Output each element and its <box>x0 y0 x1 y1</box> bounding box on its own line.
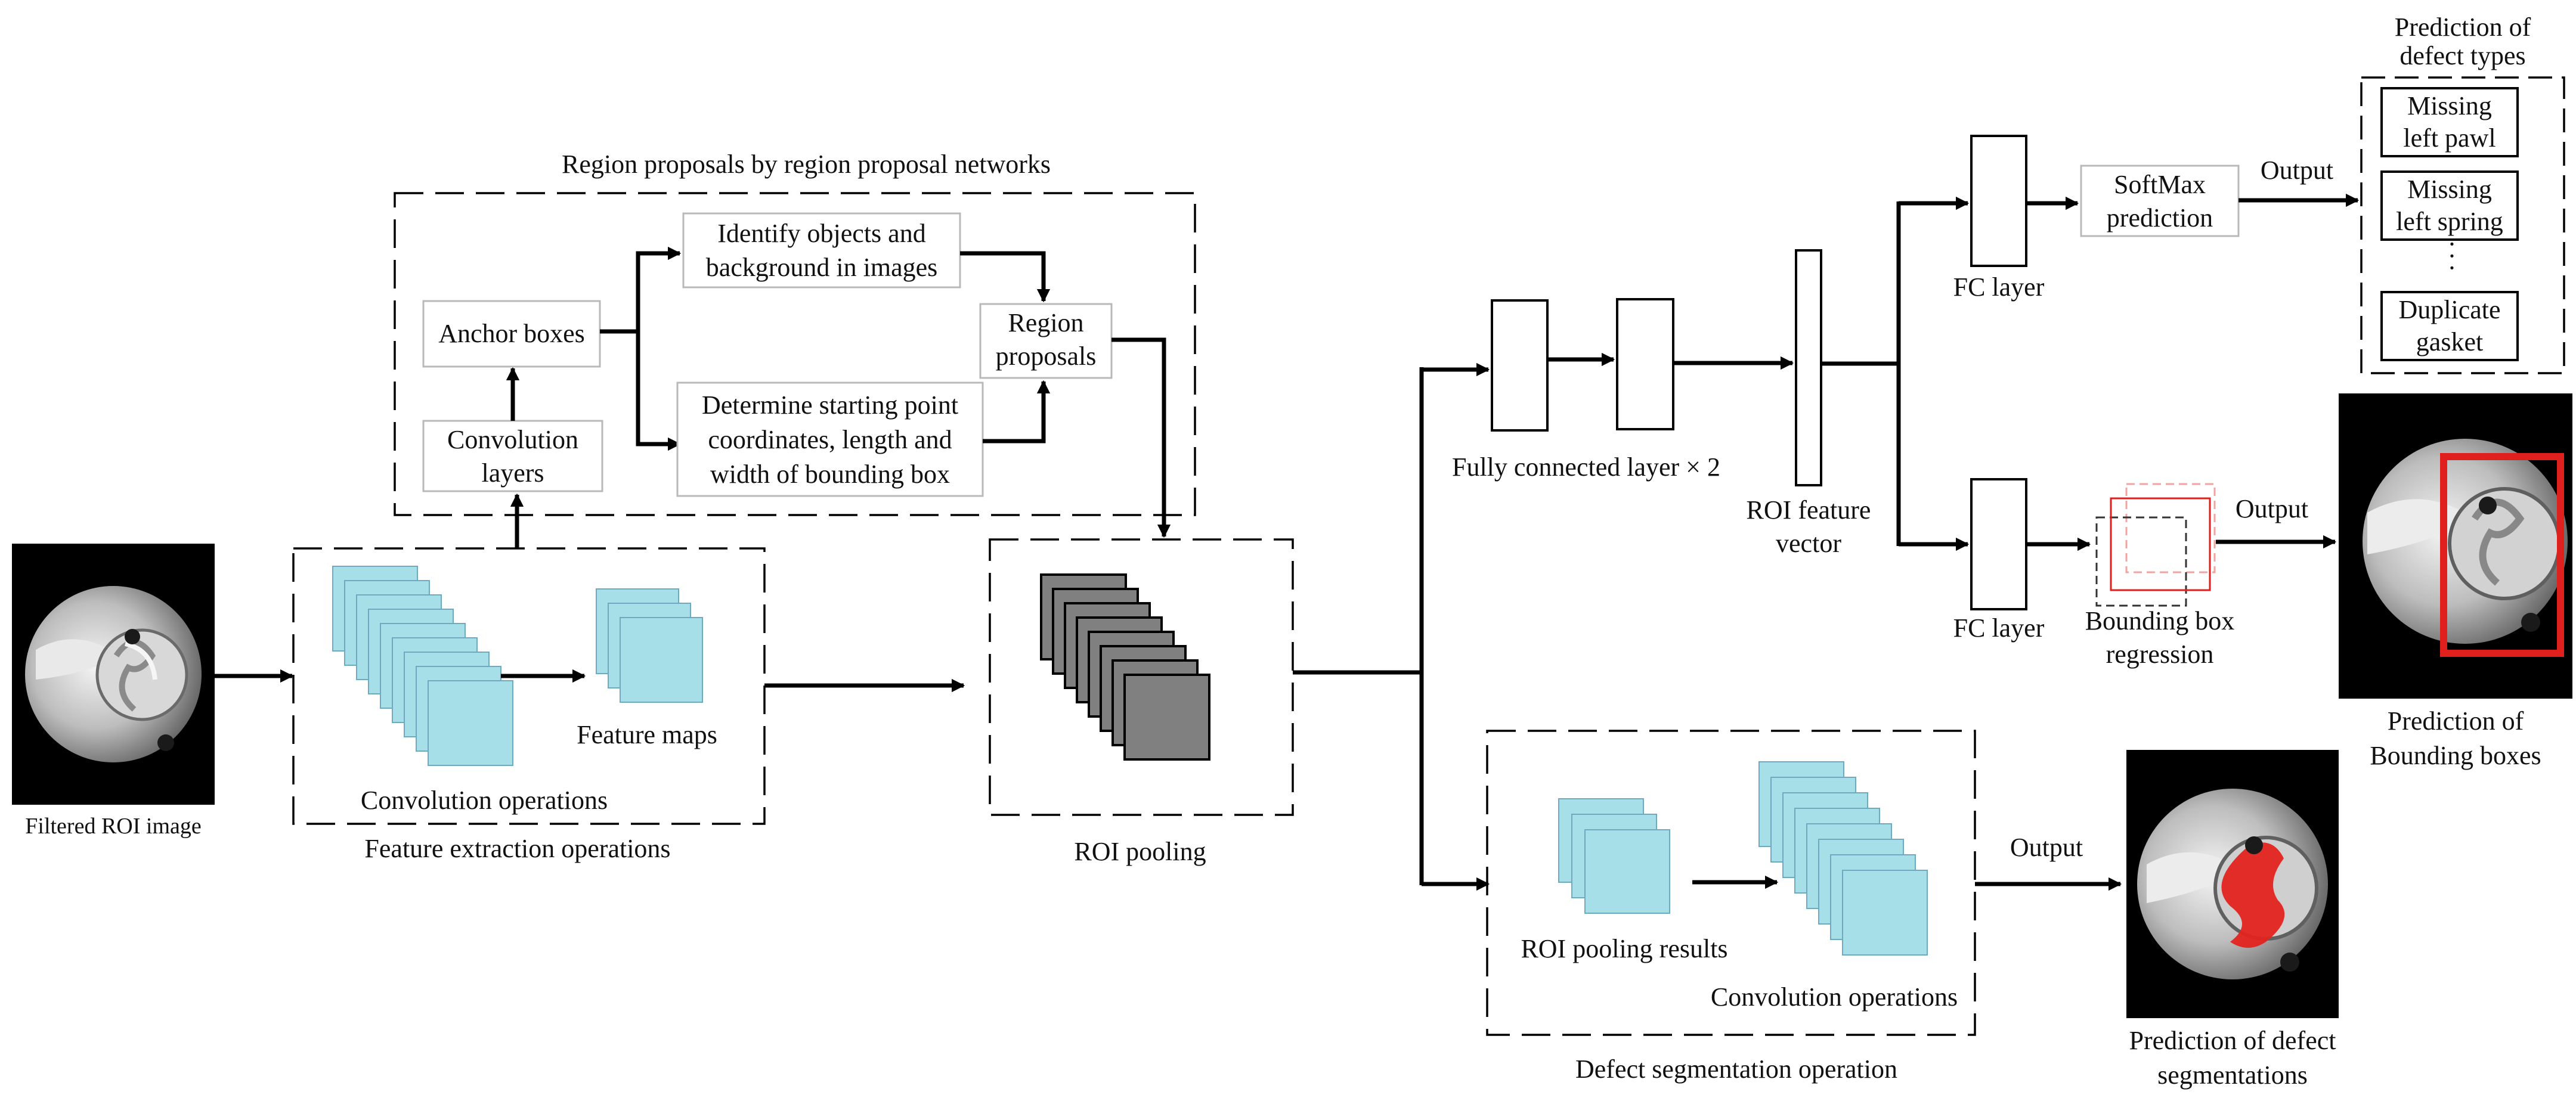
fully-connected-layer-1 <box>1491 299 1549 432</box>
region-proposals-label-1: Region <box>1008 308 1083 337</box>
fc-layer-top <box>1970 135 2027 267</box>
conv-feature-layer <box>428 680 513 766</box>
identify-objects-box <box>682 212 961 289</box>
ellipsis-dot-3: · <box>2448 253 2457 283</box>
segmentation-convolution-label: Convolution operations <box>1711 982 1958 1012</box>
defect-types-title-1: Prediction of <box>2395 13 2531 42</box>
arrow-proposals-to-pooling <box>1111 337 1171 538</box>
arrow-determine-to-proposals <box>983 380 1051 443</box>
roi-feature-vector <box>1795 249 1822 486</box>
bounding-box-prediction-image <box>2339 393 2572 699</box>
identify-objects-label-1: Identify objects and <box>717 219 925 248</box>
duplicate-gasket-box <box>2380 291 2519 361</box>
ellipsis-dot-2: · <box>2448 241 2457 271</box>
roi-pooling-label: ROI pooling <box>1074 837 1206 866</box>
fc-layer-top-label: FC layer <box>1953 272 2045 302</box>
missing-left-pawl-box <box>2380 87 2519 157</box>
segmentation-prediction-image <box>2126 750 2339 1018</box>
roi-feature-vector-label-1: ROI feature <box>1747 495 1871 525</box>
defect-segmentation-box <box>1486 730 1976 1036</box>
missing-left-pawl-label-2: left pawl <box>2403 123 2496 153</box>
determine-bbox-label-1: Determine starting point <box>702 390 958 420</box>
determine-bbox-label-3: width of bounding box <box>710 460 950 489</box>
feature-maps-stack <box>596 588 703 703</box>
convolution-layers-label-1: Convolution <box>447 425 578 454</box>
bbox-regression-icon <box>2095 483 2216 607</box>
softmax-label-1: SoftMax <box>2114 170 2206 199</box>
defect-types-title-2: defect types <box>2399 41 2525 70</box>
missing-left-spring-label-2: left spring <box>2396 207 2503 236</box>
filtered-roi-image <box>12 544 215 805</box>
segmentation-convolution-stack <box>1758 761 1928 956</box>
fc-layer-bottom <box>1970 478 2027 610</box>
bbox-regression-label-2: regression <box>2106 640 2214 669</box>
pred-bboxes-label-2: Bounding boxes <box>2370 741 2541 770</box>
output-bottom-label: Output <box>2010 833 2083 862</box>
feature-map-layer <box>620 617 703 703</box>
feature-extraction-operations-label: Feature extraction operations <box>364 834 670 863</box>
determine-bbox-label-2: coordinates, length and <box>708 425 952 454</box>
arrow-anchor-to-determine <box>636 331 682 451</box>
roi-pooling-box <box>989 538 1294 816</box>
rpn-box <box>394 192 1196 516</box>
filtered-roi-image-label: Filtered ROI image <box>25 814 201 839</box>
region-proposals-box <box>979 303 1113 379</box>
seg-conv-layer <box>1842 870 1928 956</box>
softmax-box <box>2080 165 2240 237</box>
defect-types-box <box>2360 76 2565 374</box>
missing-left-spring-label-1: Missing <box>2407 175 2492 204</box>
pred-segmentations-label-2: segmentations <box>2157 1060 2308 1090</box>
rpn-title: Region proposals by region proposal netw… <box>562 150 1051 179</box>
ellipsis-dot-1: · <box>2448 229 2457 259</box>
convolution-feature-stack <box>332 566 513 766</box>
anchor-boxes-box <box>422 300 601 368</box>
pred-segmentations-label-1: Prediction of defect <box>2129 1026 2336 1055</box>
anchor-boxes-label: Anchor boxes <box>438 319 585 348</box>
output-mid-label: Output <box>2236 494 2308 523</box>
fc-layer-bottom-label: FC layer <box>1953 613 2045 643</box>
pred-bboxes-label-1: Prediction of <box>2388 706 2524 736</box>
missing-left-pawl-label-1: Missing <box>2407 91 2492 120</box>
pooled-layer <box>1123 674 1210 761</box>
roi-feature-vector-label-2: vector <box>1776 529 1841 558</box>
arrow-anchor-to-identify <box>600 246 682 334</box>
duplicate-gasket-label-2: gasket <box>2416 327 2483 356</box>
roi-pooling-results-label: ROI pooling results <box>1521 934 1727 963</box>
defect-segmentation-label: Defect segmentation operation <box>1575 1055 1897 1084</box>
softmax-label-2: prediction <box>2107 203 2213 232</box>
convolution-layers-label-2: layers <box>481 458 544 488</box>
fully-connected-layer-2 <box>1616 298 1674 430</box>
roi-result-layer <box>1584 829 1670 914</box>
fully-connected-label: Fully connected layer × 2 <box>1452 452 1720 482</box>
identify-objects-label-2: background in images <box>706 253 938 282</box>
duplicate-gasket-label-1: Duplicate <box>2398 295 2500 324</box>
roi-pooling-results-stack <box>1558 798 1670 914</box>
output-top-label: Output <box>2261 156 2333 185</box>
roi-pooling-stack <box>1040 573 1210 761</box>
bbox-regression-label-1: Bounding box <box>2085 606 2235 635</box>
convolution-operations-label: Convolution operations <box>361 786 608 815</box>
feature-maps-label: Feature maps <box>577 720 717 749</box>
missing-left-spring-box <box>2380 170 2519 241</box>
determine-bbox-box <box>676 382 984 497</box>
region-proposals-label-2: proposals <box>996 342 1097 371</box>
convolution-layers-box <box>422 420 603 492</box>
arrow-identify-to-proposals <box>960 251 1051 303</box>
